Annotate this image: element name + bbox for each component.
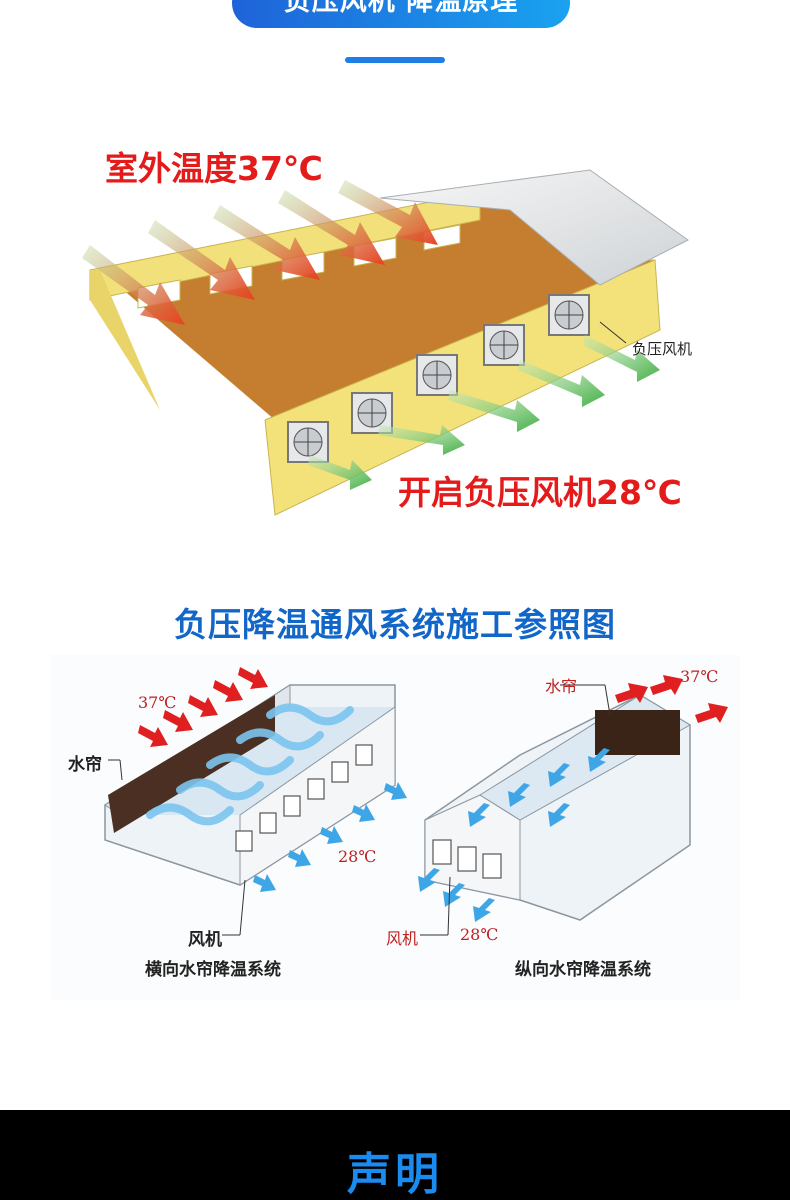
header-title-pill: 负压风机 降温原理 (232, 0, 570, 28)
barn-fans (287, 294, 590, 463)
left-temp-in: 37℃ (138, 693, 177, 712)
fan-label-leader (599, 321, 627, 344)
header-title: 负压风机 降温原理 (283, 0, 519, 17)
fan-label: 负压风机 (632, 340, 693, 358)
open-fan-label: 开启负压风机28℃ (398, 473, 682, 512)
curtain-systems-diagram: 37℃ 水帘 28℃ 风机 横向水帘降温系统 水帘 37℃ 风机 28℃ 纵向水… (50, 655, 740, 1000)
barn-roof (379, 169, 689, 286)
right-temp-out: 28℃ (460, 925, 499, 944)
left-temp-out: 28℃ (338, 847, 377, 866)
right-fan-label: 风机 (386, 929, 419, 948)
footer-title: 声明 (347, 1149, 443, 1200)
hot-air-arrows (82, 180, 438, 325)
barn-left-wall (90, 270, 160, 410)
left-curtain-label: 水帘 (68, 755, 102, 775)
horizontal-system (104, 667, 407, 936)
outdoor-temp-label: 室外温度37℃ (105, 149, 323, 188)
curtain-systems-illustration (104, 667, 728, 936)
water-curtain-right (595, 710, 680, 755)
left-fan-label: 风机 (188, 930, 222, 950)
footer-bar (0, 1110, 790, 1200)
cool-air-arrows (308, 335, 660, 490)
barn-cooling-diagram: 室外温度37℃ 负压风机 开启负压风机28℃ (60, 110, 740, 540)
right-curtain-label: 水帘 (545, 677, 578, 696)
left-caption: 横向水帘降温系统 (145, 960, 281, 980)
right-caption: 纵向水帘降温系统 (515, 960, 651, 980)
header-underline (345, 57, 445, 63)
longitudinal-system (418, 675, 728, 936)
section-title: 负压降温通风系统施工参照图 (174, 605, 616, 644)
water-curtain-left (108, 695, 275, 833)
barn-illustration (82, 169, 689, 516)
right-temp-in: 37℃ (680, 667, 719, 686)
